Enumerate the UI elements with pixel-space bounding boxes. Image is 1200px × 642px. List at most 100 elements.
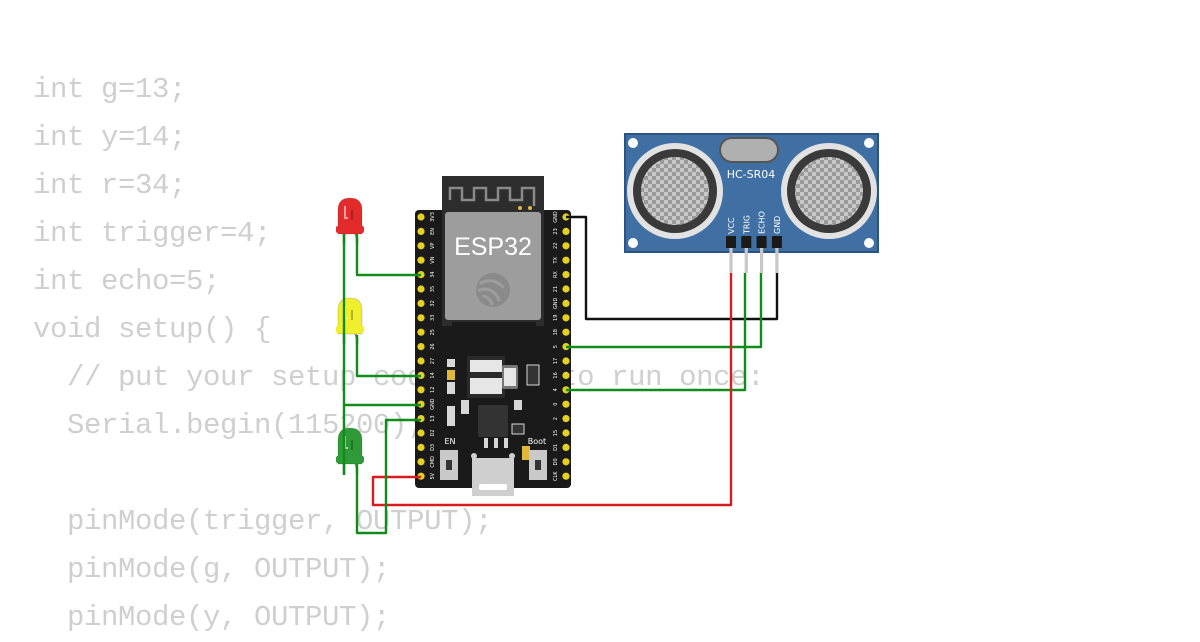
pin-pad[interactable] [562,256,570,264]
pin-pad[interactable] [417,242,425,250]
pin-pad[interactable] [562,314,570,322]
led-green[interactable] [336,427,364,474]
wire-led-ground [342,234,421,475]
right-pin-label: 21 [553,286,559,292]
code-snippet: int g=13;int y=14;int r=34;int trigger=4… [33,66,765,642]
led-yellow[interactable] [336,297,364,344]
pin-pad[interactable] [417,357,425,365]
right-pin-label: 16 [553,372,559,378]
left-pin-label: EN [430,228,436,235]
code-line: int g=13; [33,73,187,106]
pin-pad[interactable] [562,472,570,480]
crystal-oscillator [719,137,779,163]
pin-pad[interactable] [562,242,570,250]
pin-pad[interactable] [562,357,570,365]
pin-pad[interactable] [417,429,425,437]
pin-pad[interactable] [417,227,425,235]
left-pin-label: 14 [430,372,436,378]
pin-pad[interactable] [562,271,570,279]
right-pin-label: 15 [553,430,559,436]
pin-pad[interactable] [417,285,425,293]
sensor-pin-socket [726,236,736,248]
pin-pad[interactable] [562,458,570,466]
right-pin-label: D0 [553,458,559,465]
sensor-pin-label: GND [773,216,782,234]
left-pin-label: 26 [430,343,436,349]
boot-button-label: Boot [528,437,546,446]
left-pin-label: VN [430,256,436,263]
right-pin-label: 22 [553,243,559,249]
right-pin-label: CLK [553,471,559,481]
left-pin-label: 27 [430,358,436,364]
board-name: ESP32 [454,233,532,261]
usb-port [471,453,515,496]
sensor-pin-socket [771,236,782,248]
right-pin-label: 0 [553,403,559,406]
wire-trig [566,273,747,392]
right-pin-label: 17 [553,358,559,364]
esp32-board: ESP32 EN Boot [415,176,571,496]
right-pin-label: GND [553,211,559,223]
pin-pad[interactable] [417,443,425,451]
left-pin-label: GND [430,398,436,410]
pin-pad[interactable] [562,285,570,293]
left-pin-label: 13 [430,415,436,421]
right-pin-label: 5 [553,345,559,348]
pin-pad[interactable] [562,371,570,379]
led-red[interactable] [336,197,364,244]
right-pin-label: 2 [553,417,559,420]
en-button-label: EN [444,437,455,446]
pin-pad[interactable] [417,314,425,322]
pin-pad[interactable] [562,443,570,451]
left-pin-label: CMD [430,456,436,468]
ultrasonic-receiver [781,143,877,239]
pin-pad[interactable] [417,458,425,466]
pin-pad[interactable] [417,299,425,307]
ultrasonic-transmitter [627,143,723,239]
sensor-pin-leg[interactable] [775,248,779,273]
pin-pad[interactable] [562,400,570,408]
code-line: int echo=5; [33,265,221,298]
left-pin-label: 34 [430,271,436,277]
wires [342,215,779,535]
left-pin-label: 35 [430,286,436,292]
pin-pad[interactable] [417,213,425,221]
pin-pad[interactable] [562,227,570,235]
wire-gnd-sensor [566,215,779,321]
left-pin-label: 5V [430,472,436,479]
left-pin-label: D2 [430,429,436,436]
sensor-pin-label: VCC [727,217,736,234]
right-pin-label: D1 [553,444,559,451]
pin-pad[interactable] [562,299,570,307]
sensor-pin-leg[interactable] [760,248,764,273]
pin-pad[interactable] [562,415,570,423]
esp32-shield [445,212,541,320]
pin-pad[interactable] [417,256,425,264]
code-line: pinMode(g, OUTPUT); [33,553,391,586]
en-button[interactable] [440,450,458,480]
code-line: Serial.begin(115200); [33,409,425,442]
left-pin-label: 12 [430,387,436,393]
left-pin-header: 3V3ENVPVN343532332526271412GND13D2D3CMD5… [417,212,436,480]
pin-pad[interactable] [562,429,570,437]
boot-button[interactable] [529,450,547,480]
pin-pad[interactable] [417,386,425,394]
wire-vcc [371,273,733,507]
sensor-pin-socket [756,236,767,248]
code-line: int r=34; [33,169,187,202]
pin-pad[interactable] [417,328,425,336]
sensor-pin-leg[interactable] [729,248,733,273]
right-pin-label: 4 [553,388,559,391]
code-line: int trigger=4; [33,217,272,250]
right-pin-label: TX [553,256,559,264]
right-pin-label: GND [553,298,559,310]
left-pin-label: D3 [430,444,436,451]
board-components: EN Boot [444,356,546,460]
code-line: // put your setup code here, to run once… [33,361,765,394]
sensor-pin-leg[interactable] [744,248,748,273]
pin-pad[interactable] [562,328,570,336]
pin-pad[interactable] [417,343,425,351]
